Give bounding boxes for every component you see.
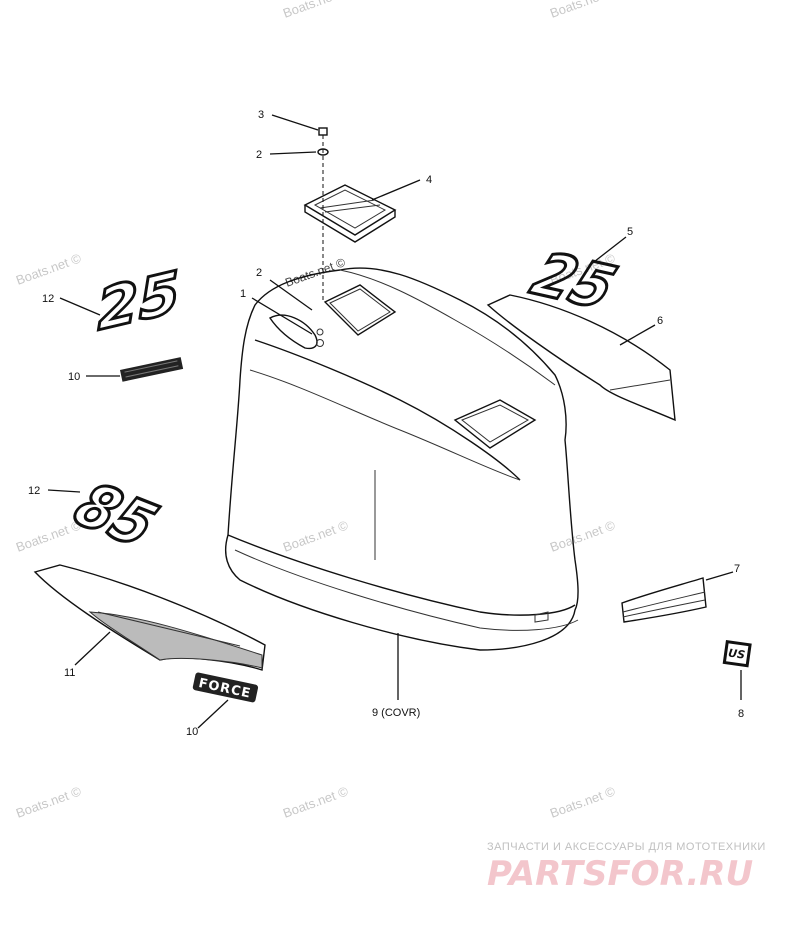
callout-6: 6 — [657, 315, 663, 327]
watermark: Boats.net © — [548, 783, 618, 821]
badge-text: US — [727, 646, 746, 661]
stripe-decal-left — [33, 564, 266, 671]
callout-11: 11 — [64, 667, 75, 679]
watermark: Boats.net © — [281, 783, 351, 821]
hatch-cover-part — [303, 184, 397, 243]
footer-logo: PARTSFOR.RU — [487, 854, 753, 894]
watermark: Boats.net © — [548, 0, 618, 21]
engine-cover — [224, 267, 579, 651]
decal-25-left: 25 — [96, 259, 181, 344]
callout-3: 3 — [258, 109, 264, 121]
callout-8: 8 — [738, 708, 744, 720]
stripe-decal-right — [486, 294, 676, 422]
callout-12: 12 — [28, 485, 40, 497]
callout-2: 2 — [256, 149, 262, 161]
callout-9: 9 (COVR) — [372, 707, 420, 719]
footer-brand: ЗАПЧАСТИ И АКСЕССУАРЫ ДЛЯ МОТОТЕХНИКИ PA… — [487, 841, 766, 894]
stripe-decal-small — [621, 577, 707, 623]
small-brand-decal — [120, 357, 184, 382]
callout-5: 5 — [627, 226, 633, 238]
leader-lines — [47, 114, 742, 729]
watermark: Boats.net © — [281, 0, 351, 21]
force-decal: FORCE — [192, 672, 259, 703]
screw-part — [318, 127, 328, 136]
callouts: 3 2 4 2 1 5 6 12 10 12 11 10 9 (COVR) 7 … — [28, 109, 744, 738]
callout-4: 4 — [426, 174, 432, 186]
callout-7: 7 — [734, 563, 740, 575]
watermark: Boats.net © — [14, 783, 84, 821]
footer-tagline: ЗАПЧАСТИ И АКСЕССУАРЫ ДЛЯ МОТОТЕХНИКИ — [487, 841, 766, 853]
decal-85: 85 — [62, 470, 168, 561]
callout-2: 2 — [256, 267, 262, 279]
us-badge: US — [722, 640, 752, 668]
callout-1: 1 — [240, 288, 246, 300]
watermark: Boats.net © — [281, 517, 351, 555]
watermark: Boats.net © — [548, 517, 618, 555]
callout-10: 10 — [68, 371, 80, 383]
decal-25-right: 25 — [522, 240, 625, 323]
watermark: Boats.net © — [283, 255, 347, 290]
callout-10: 10 — [186, 726, 198, 738]
callout-12: 12 — [42, 293, 54, 305]
watermark: Boats.net © — [14, 250, 84, 288]
watermarks: Boats.net © Boats.net © Boats.net © Boat… — [14, 0, 618, 821]
